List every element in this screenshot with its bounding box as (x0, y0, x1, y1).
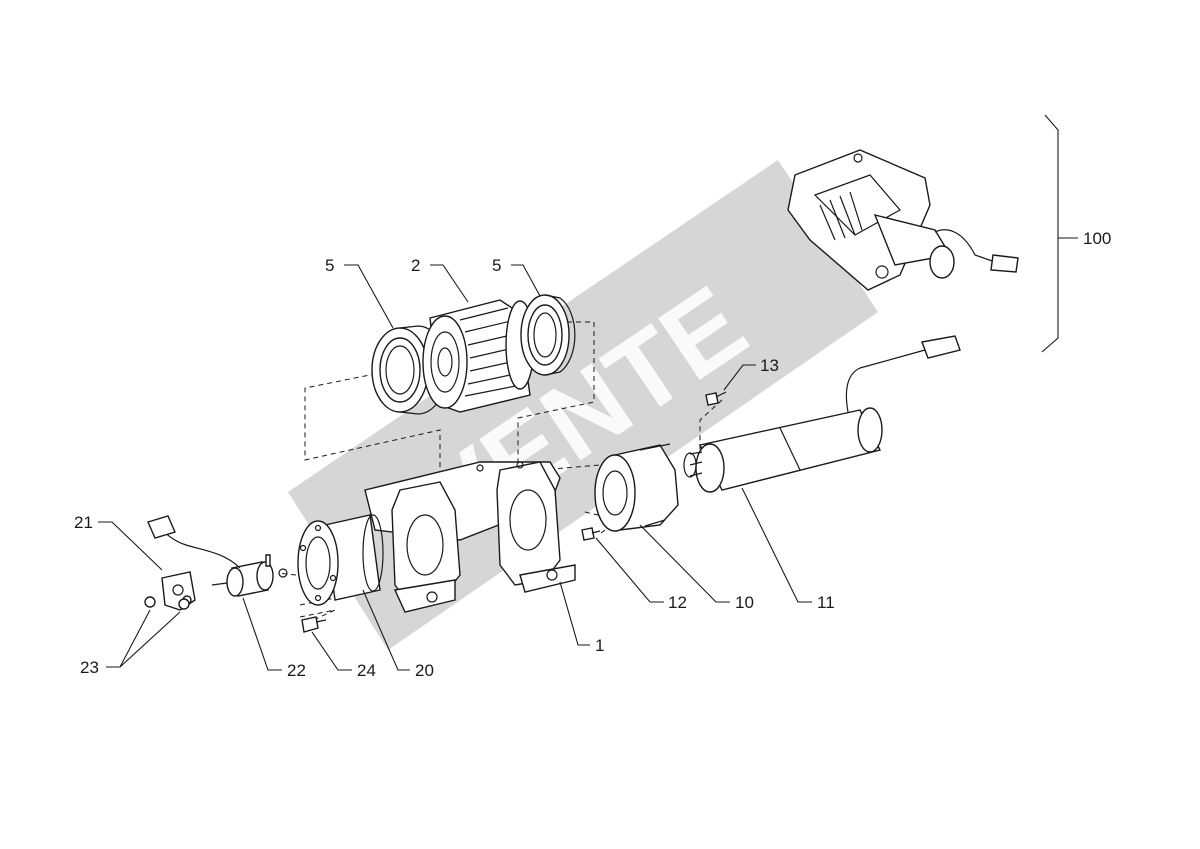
callout-10: 10 (735, 593, 754, 612)
callout-21: 21 (74, 513, 93, 532)
callout-20: 20 (415, 661, 434, 680)
seal-ring-left (371, 325, 448, 415)
callout-22: 22 (287, 661, 306, 680)
bolt-12 (581, 527, 601, 541)
callout-5-left: 5 (325, 256, 334, 275)
assembly-bracket (1041, 114, 1059, 353)
callout-13: 13 (760, 356, 779, 375)
sensor-unit (147, 515, 288, 597)
seal-ring-right (520, 294, 576, 376)
complete-assembly (787, 149, 1019, 291)
screw-13 (705, 391, 727, 406)
flange-tube (297, 514, 384, 606)
callout-2: 2 (411, 256, 420, 275)
housing-bracket (364, 461, 576, 613)
callout-24: 24 (357, 661, 376, 680)
adapter-flange (594, 443, 679, 532)
drive-gear-drum (422, 299, 535, 413)
callout-1: 1 (595, 636, 604, 655)
callout-labels: 5 2 5 13 100 21 23 22 24 20 1 12 10 11 (74, 229, 1111, 680)
callout-23: 23 (80, 658, 99, 677)
leader-lines (98, 264, 812, 671)
nuts (144, 596, 190, 610)
electric-motor (683, 335, 961, 493)
callout-11: 11 (817, 593, 835, 612)
callout-12: 12 (668, 593, 687, 612)
callout-5-right: 5 (492, 256, 501, 275)
bolt-24 (301, 616, 327, 633)
callout-100: 100 (1083, 229, 1111, 248)
